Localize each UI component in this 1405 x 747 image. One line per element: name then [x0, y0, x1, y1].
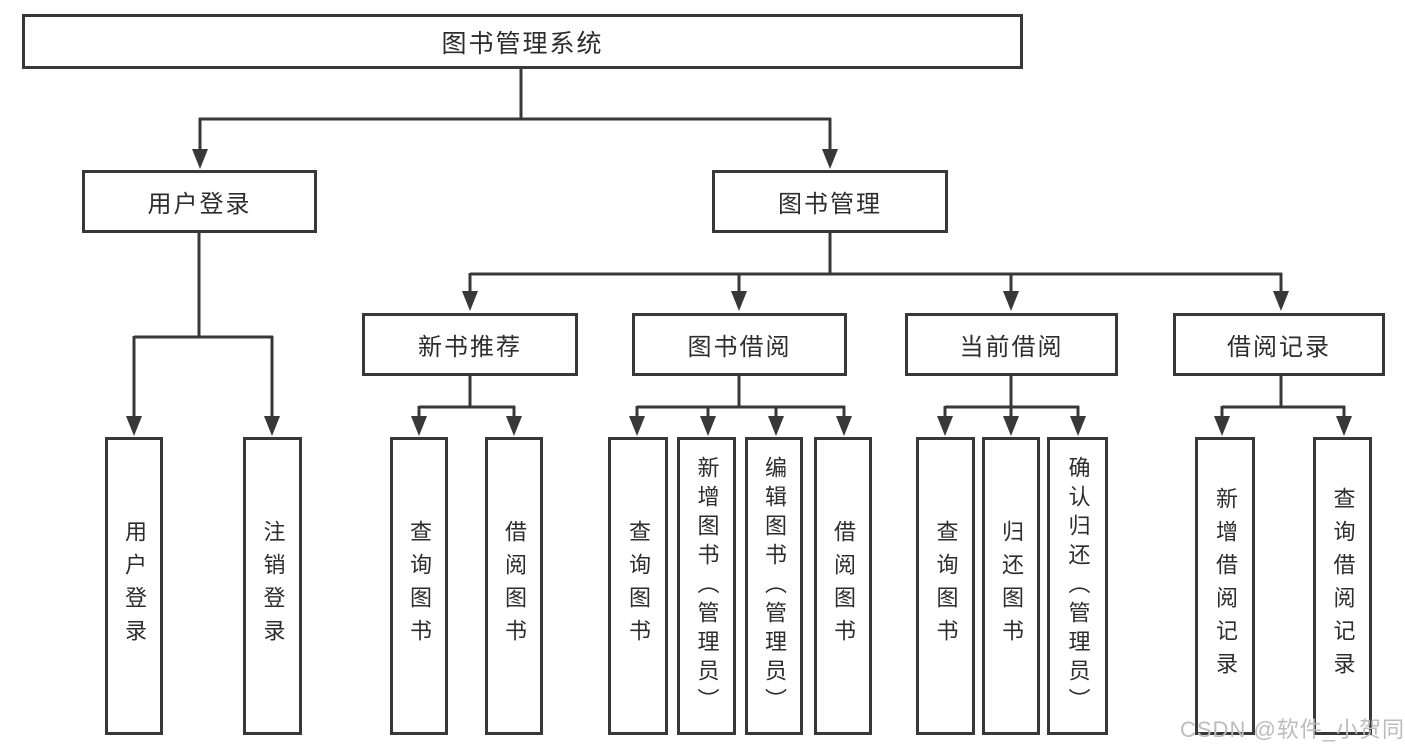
connector-root-to-level2	[198, 69, 832, 152]
arrowheads-new-books-children	[411, 416, 522, 436]
arrowheads-current-children	[937, 416, 1086, 436]
node-current: 当前借阅	[905, 313, 1118, 376]
leaf-newbooks-query-label: 查询图书	[407, 520, 432, 652]
arrowheads-book-mgmt-children	[462, 291, 1289, 311]
leaf-newbooks-borrow: 借阅图书	[485, 437, 543, 735]
leaf-borrowing-add-label: 新增图书（管理员）	[694, 455, 720, 717]
arrowhead-new-books	[462, 291, 478, 311]
arrowhead-leaf	[629, 416, 645, 436]
leaf-borrowing-borrow: 借阅图书	[814, 437, 872, 735]
arrowhead-borrowing	[731, 291, 747, 311]
leaf-current-confirm: 确认归还（管理员）	[1047, 437, 1108, 735]
leaf-borrowing-edit: 编辑图书（管理员）	[745, 437, 803, 735]
leaf-current-query-label: 查询图书	[933, 520, 959, 652]
node-book-mgmt-label: 图书管理	[778, 191, 882, 218]
connector-current-children	[943, 376, 1080, 419]
arrowhead-records	[1273, 291, 1289, 311]
leaf-borrowing-query: 查询图书	[608, 437, 668, 735]
arrowhead-leaf	[937, 416, 953, 436]
connector-borrowing-children	[635, 376, 846, 419]
leaf-user-login-label: 用户登录	[122, 520, 147, 652]
leaf-borrowing-borrow-label: 借阅图书	[831, 520, 856, 652]
node-root: 图书管理系统	[22, 14, 1023, 69]
leaf-logout-label: 注销登录	[260, 520, 286, 652]
node-user-login-label: 用户登录	[147, 191, 252, 218]
arrowhead-leaf	[700, 416, 716, 436]
arrowhead-leaf	[1070, 416, 1086, 436]
leaf-current-return: 归还图书	[982, 437, 1040, 735]
connector-book-mgmt-children	[468, 233, 1283, 294]
arrowhead-leaf	[411, 416, 427, 436]
leaf-borrowing-add: 新增图书（管理员）	[677, 437, 736, 735]
arrowheads-level2	[192, 149, 838, 169]
leaf-borrowing-query-label: 查询图书	[626, 520, 651, 652]
node-borrowing: 图书借阅	[632, 313, 847, 376]
arrowhead-leaf	[506, 416, 522, 436]
node-root-label: 图书管理系统	[441, 29, 604, 58]
node-records: 借阅记录	[1173, 313, 1385, 376]
leaf-newbooks-borrow-label: 借阅图书	[502, 520, 527, 652]
arrowheads-borrowing-children	[629, 416, 852, 436]
leaf-user-login: 用户登录	[105, 437, 163, 735]
arrowhead-leaf	[264, 416, 280, 436]
leaf-records-add-label: 新增借阅记录	[1213, 487, 1238, 685]
arrowhead-current	[1003, 291, 1019, 311]
leaf-newbooks-query: 查询图书	[390, 437, 448, 735]
connector-records-children	[1220, 376, 1346, 419]
leaf-records-query: 查询借阅记录	[1313, 437, 1372, 735]
node-current-label: 当前借阅	[959, 334, 1064, 361]
connector-user-login-children	[132, 233, 274, 419]
node-borrowing-label: 图书借阅	[687, 334, 792, 361]
arrowheads-user-login-children	[126, 416, 280, 436]
arrowhead-leaf	[1336, 416, 1352, 436]
leaf-current-confirm-label: 确认归还（管理员）	[1065, 455, 1091, 717]
node-user-login: 用户登录	[82, 170, 317, 233]
arrowhead-book-mgmt	[822, 149, 838, 169]
csdn-watermark: CSDN @软件_小贺同学	[1180, 717, 1405, 742]
arrowhead-leaf	[768, 416, 784, 436]
node-book-mgmt: 图书管理	[712, 170, 948, 233]
leaf-current-return-label: 归还图书	[999, 520, 1024, 652]
arrowhead-leaf	[1003, 416, 1019, 436]
node-new-books-label: 新书推荐	[418, 334, 522, 361]
arrowhead-leaf	[1214, 416, 1230, 436]
leaf-logout: 注销登录	[243, 437, 302, 735]
arrowhead-user-login	[192, 149, 208, 169]
leaf-current-query: 查询图书	[916, 437, 975, 735]
arrowhead-leaf	[836, 416, 852, 436]
arrowheads-records-children	[1214, 416, 1352, 436]
arrowhead-leaf	[126, 416, 142, 436]
leaf-borrowing-edit-label: 编辑图书（管理员）	[762, 455, 787, 717]
leaf-records-query-label: 查询借阅记录	[1330, 487, 1356, 685]
leaf-records-add: 新增借阅记录	[1195, 437, 1255, 735]
node-new-books: 新书推荐	[362, 313, 578, 376]
node-records-label: 借阅记录	[1227, 334, 1331, 361]
connector-new-books-children	[417, 376, 516, 419]
